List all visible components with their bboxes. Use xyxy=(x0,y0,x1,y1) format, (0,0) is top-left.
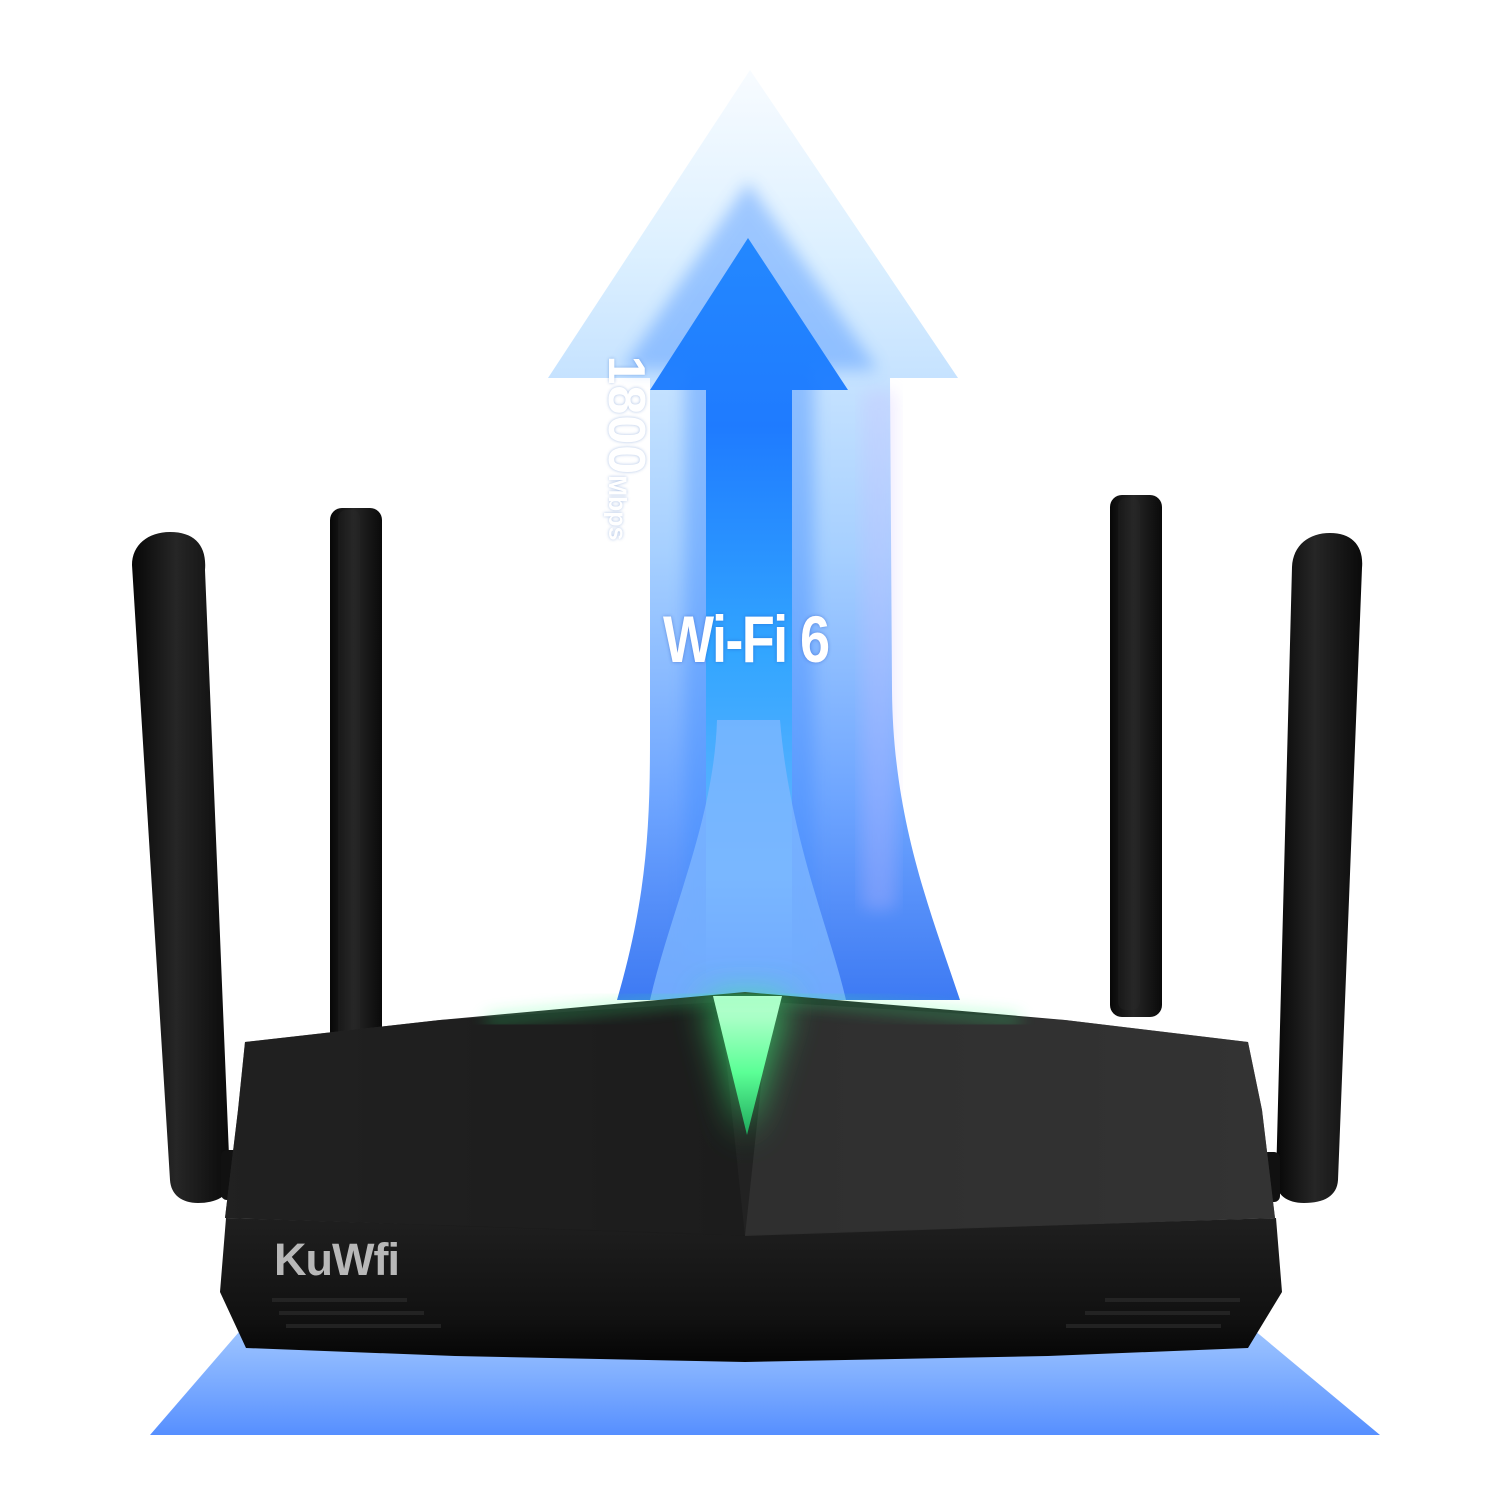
router-right-facet xyxy=(745,1002,1275,1236)
left-vent xyxy=(272,1298,441,1328)
left-rear-antenna xyxy=(330,508,382,1048)
speed-unit: Mbps xyxy=(603,475,631,541)
router-left-facet xyxy=(225,1002,745,1236)
green-led-icon xyxy=(713,996,782,1135)
right-front-antenna xyxy=(1262,533,1363,1203)
router-front-face xyxy=(220,1218,1282,1362)
wifi-standard-label: Wi-Fi 6 xyxy=(663,602,830,676)
right-rear-antenna xyxy=(1110,495,1162,1017)
speed-value: 1800 xyxy=(597,355,655,476)
router-icon: KuWfi xyxy=(220,992,1282,1362)
right-vent xyxy=(1066,1298,1240,1328)
speed-label: 1800Mbps xyxy=(597,323,655,573)
left-front-antenna xyxy=(132,532,239,1203)
brand-logo: KuWfi xyxy=(274,1234,399,1285)
speed-arrow-icon xyxy=(548,70,960,1000)
router-highlight-line xyxy=(485,995,1021,1023)
